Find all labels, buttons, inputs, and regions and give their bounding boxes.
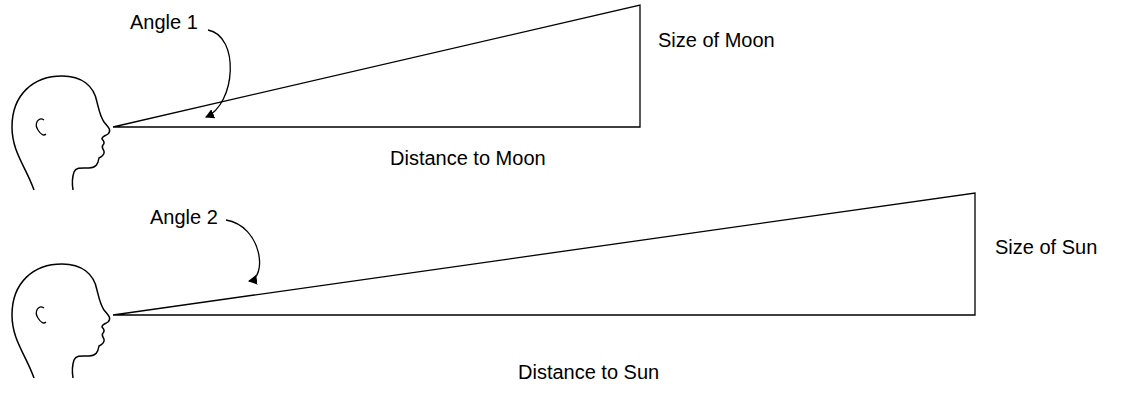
angle-pointer xyxy=(226,220,260,281)
angle-pointer xyxy=(206,30,230,117)
angle-label: Angle 2 xyxy=(150,205,218,229)
angle-label: Angle 1 xyxy=(130,10,198,34)
distance-label: Distance to Moon xyxy=(390,146,546,170)
moon-triangle xyxy=(113,5,640,127)
head-silhouette xyxy=(12,76,110,190)
head-silhouette xyxy=(12,264,110,378)
sun-triangle xyxy=(113,193,975,315)
size-label: Size of Moon xyxy=(658,28,775,52)
size-label: Size of Sun xyxy=(995,235,1097,259)
distance-label: Distance to Sun xyxy=(518,360,659,384)
